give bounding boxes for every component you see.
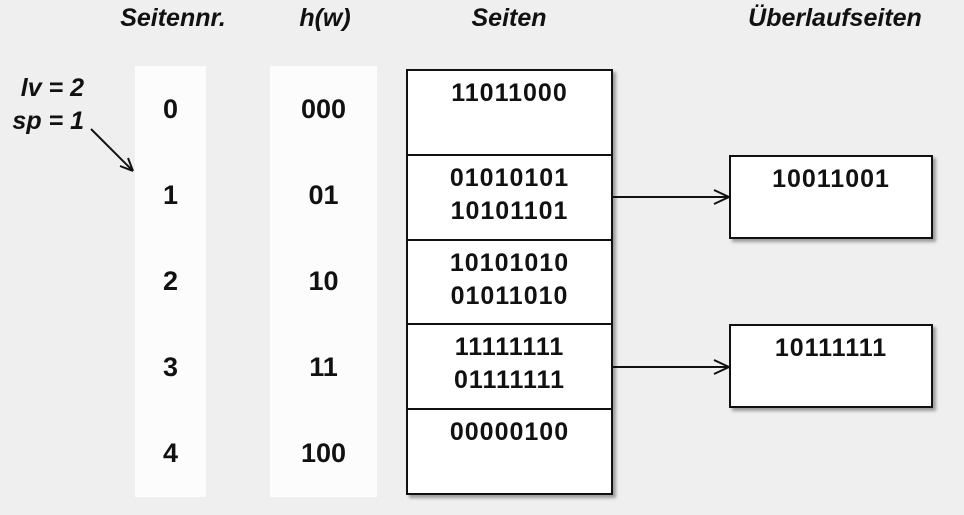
page-row-2: 10101010 01011010 xyxy=(408,241,611,326)
header-ueberlaufseiten: Überlaufseiten xyxy=(748,4,922,32)
page-row-4: 00000100 xyxy=(408,410,611,493)
overflow-page-row3: 10111111 xyxy=(729,324,933,408)
pagenr-column: 0 1 2 3 4 xyxy=(135,66,206,497)
pagenr-cell: 4 xyxy=(162,438,179,469)
page-entry: 00000100 xyxy=(449,418,570,447)
page-entry: 01111111 xyxy=(454,366,565,395)
page-entry: 11011000 xyxy=(451,79,568,107)
page-entry: 10101101 xyxy=(450,196,569,225)
page-entry: 11111111 xyxy=(454,333,565,362)
hash-cell: 000 xyxy=(300,93,347,124)
overflow-page-row1: 10011001 xyxy=(729,155,933,239)
page-entry: 10101010 xyxy=(449,248,570,277)
annotation-level: lv = 2 xyxy=(20,74,84,102)
pagenr-cell: 3 xyxy=(162,352,179,383)
pagenr-cell: 2 xyxy=(162,266,179,296)
pagenr-cell: 0 xyxy=(162,93,179,124)
page-row-0: 11011000 xyxy=(408,71,611,156)
hash-cell: 10 xyxy=(308,266,339,296)
hash-cell: 01 xyxy=(308,179,339,210)
annotation-level-splitpointer: lv = 2 sp = 1 xyxy=(4,72,84,138)
annotation-split-pointer: sp = 1 xyxy=(12,107,84,135)
split-pointer-arrow-icon xyxy=(90,128,134,172)
hash-cell: 11 xyxy=(309,352,338,383)
header-seiten: Seiten xyxy=(471,4,547,32)
pages-table: 11011000 01010101 10101101 10101010 0101… xyxy=(406,69,613,495)
page-row-3: 11111111 01111111 xyxy=(408,325,611,411)
header-hash-function: h(w) xyxy=(299,4,351,32)
overflow-entry: 10111111 xyxy=(774,334,888,362)
page-row-1: 01010101 10101101 xyxy=(408,156,611,241)
page-entry: 01011010 xyxy=(450,281,569,310)
overflow-entry: 10011001 xyxy=(772,165,890,193)
hash-cell: 100 xyxy=(300,438,347,469)
pagenr-cell: 1 xyxy=(162,179,179,210)
page-entry: 01010101 xyxy=(449,163,570,192)
hash-column: 000 01 10 11 100 xyxy=(270,66,377,497)
overflow-arrow-row1-icon xyxy=(612,189,732,205)
header-seitennr: Seitennr. xyxy=(120,4,226,32)
overflow-arrow-row3-icon xyxy=(612,359,732,375)
